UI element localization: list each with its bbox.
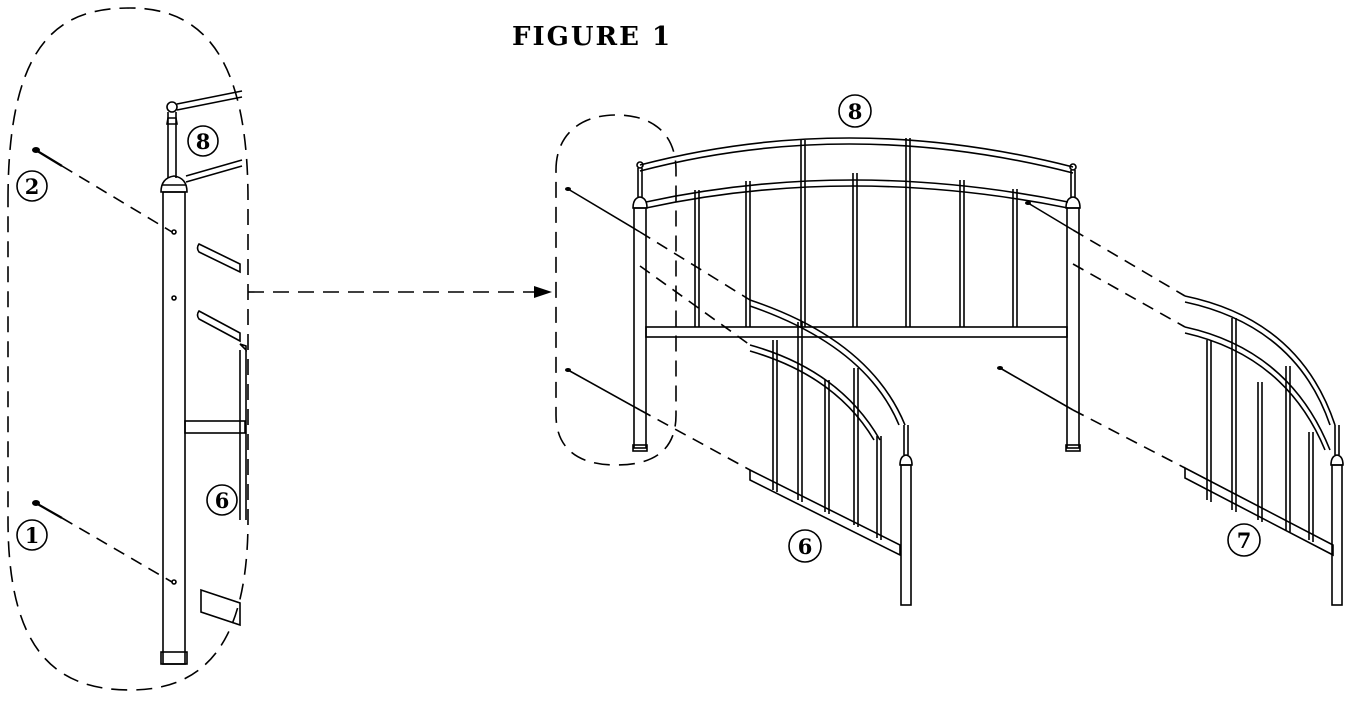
right-side-rail [1184, 295, 1344, 606]
screw-icon [1025, 201, 1186, 297]
guide-line [1072, 263, 1186, 328]
callout-part-7: 7 [1227, 523, 1261, 557]
detail-post [160, 175, 188, 665]
headboard-left-post [632, 161, 648, 452]
callout-part-6-detail: 6 [206, 484, 238, 516]
detail-enclosure [7, 7, 249, 691]
detail-connector-arrow [248, 286, 552, 298]
detail-top-arch [166, 90, 243, 183]
detail-side-rails [184, 242, 247, 627]
figure-title: FIGURE 1 [512, 22, 673, 52]
screw-icon [565, 187, 751, 301]
callout-part-8: 8 [838, 94, 872, 128]
screw-icon [997, 366, 1186, 469]
svg-text:6: 6 [215, 488, 230, 513]
guide-line [639, 265, 751, 346]
callout-screw-1: 1 [16, 519, 48, 551]
svg-text:6: 6 [798, 534, 813, 559]
svg-text:2: 2 [25, 174, 40, 199]
callout-screw-2: 2 [16, 170, 48, 202]
svg-text:1: 1 [25, 523, 40, 548]
main-assembly: 8 6 7 [555, 94, 1344, 606]
svg-text:7: 7 [1237, 528, 1252, 553]
detail-view: 2 1 8 6 [7, 7, 249, 691]
screw-icon [32, 147, 173, 233]
top-arch-rail [639, 137, 1074, 338]
callout-part-8-detail: 8 [187, 125, 219, 157]
callout-part-6: 6 [788, 529, 822, 563]
left-side-rail [749, 299, 913, 606]
screw-icon [32, 500, 173, 583]
screw-icon [565, 368, 751, 471]
svg-text:8: 8 [196, 129, 211, 154]
svg-text:8: 8 [848, 99, 863, 124]
main-detail-enclosure [555, 114, 677, 466]
